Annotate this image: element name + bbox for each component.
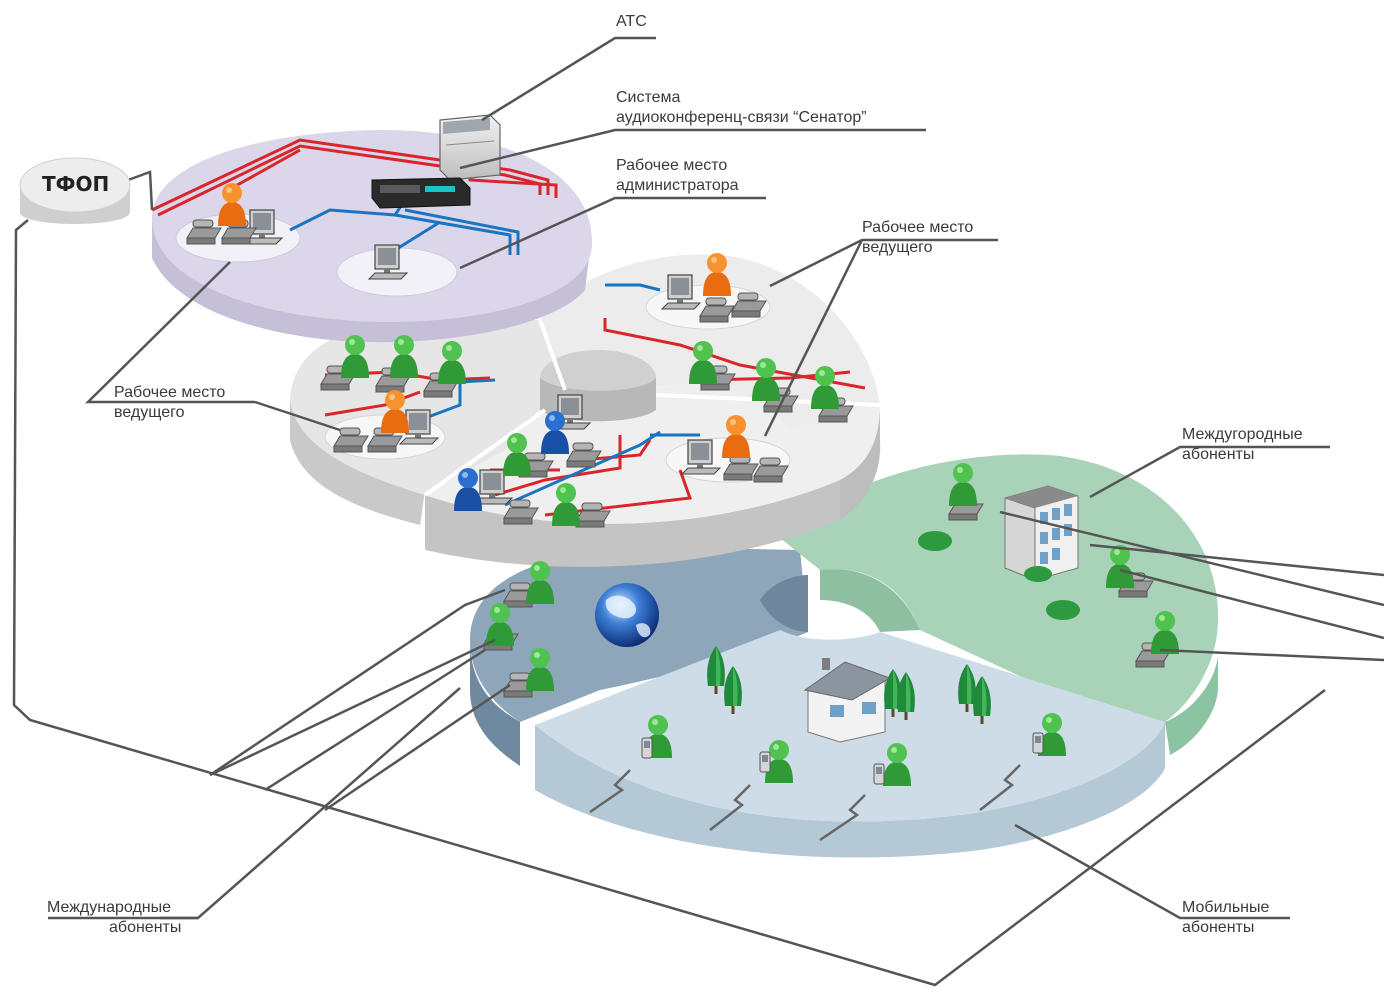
longdistance-disk [780,454,1219,755]
host-workstation-left-label: Рабочее место ведущего [114,384,226,421]
building-icon [1004,485,1079,581]
international-subscribers-label: Международные абоненты [47,899,182,936]
top-disk [151,130,593,343]
host-workstation-right-label: Рабочее место ведущего [862,219,974,256]
pstn-node [19,157,131,224]
middle-blue-lines [419,283,700,507]
wireless-signal-icon [589,764,1021,842]
pbx-icon [439,114,501,181]
atc-label: АТС [616,13,647,30]
mobile-subscribers-label: Мобильные абоненты [1182,899,1270,936]
globe-icon [595,583,659,647]
longdistance-subscribers-label: Междугородные абоненты [1182,426,1303,463]
pstn-label: ТФОП [42,172,110,196]
conference-system-label: Система аудиоконференц-связи “Сенатор” [616,89,867,126]
admin-workstation-label: Рабочее место администратора [616,157,739,194]
connector-lines [12,36,1384,987]
conference-unit-icon [371,177,471,209]
